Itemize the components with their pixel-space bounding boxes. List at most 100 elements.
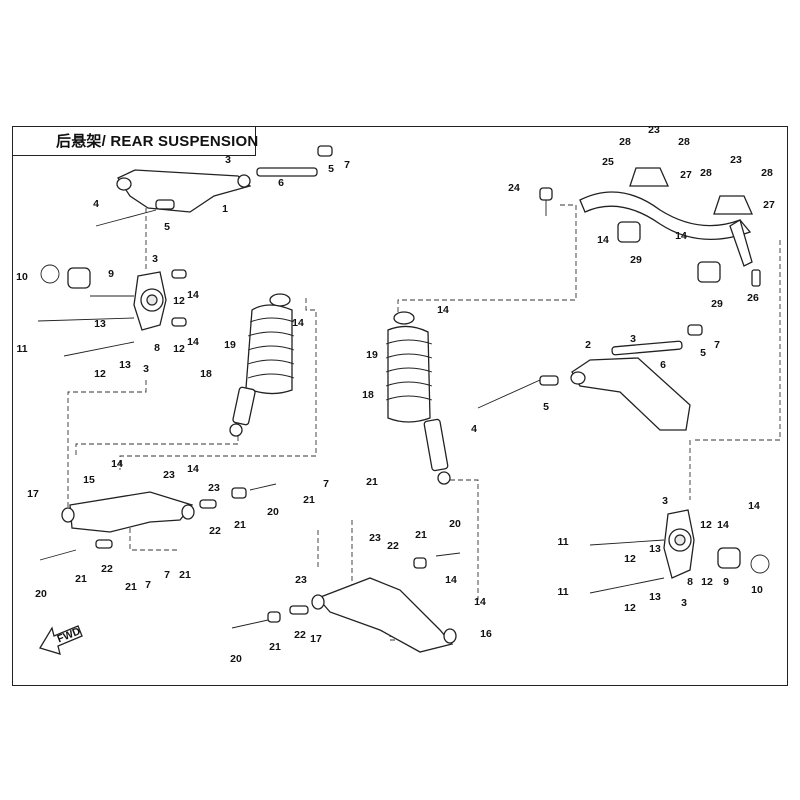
callout-9: 9 [108,268,114,280]
callout-13: 13 [649,543,661,555]
callout-7: 7 [323,478,329,490]
stabilizer-bar [539,167,761,287]
callout-27: 27 [763,199,775,211]
callout-5: 5 [543,401,549,413]
page-title: 后悬架/ REAR SUSPENSION [56,133,259,150]
callout-22: 22 [101,563,113,575]
callout-8: 8 [154,342,160,354]
callout-23: 23 [295,574,307,586]
callout-4: 4 [93,198,99,210]
callout-1: 1 [222,203,228,215]
callout-12: 12 [701,576,713,588]
callout-2: 2 [585,339,591,351]
callout-4: 4 [471,423,477,435]
callout-22: 22 [294,629,306,641]
callout-28: 28 [619,136,631,148]
callout-12: 12 [624,553,636,565]
callout-23: 23 [369,532,381,544]
callout-23: 23 [163,469,175,481]
callout-3: 3 [143,363,149,375]
callout-19: 19 [224,339,236,351]
callout-20: 20 [230,653,242,665]
callout-21: 21 [75,573,87,585]
title-box: 后悬架/ REAR SUSPENSION [12,126,259,156]
callout-5: 5 [328,163,334,175]
callout-20: 20 [35,588,47,600]
lower-right-a-arm [231,552,461,653]
callout-21: 21 [234,519,246,531]
callout-13: 13 [649,591,661,603]
callout-22: 22 [387,540,399,552]
callout-14: 14 [437,304,449,316]
callout-25: 25 [602,156,614,168]
callout-3: 3 [681,597,687,609]
callout-5: 5 [700,347,706,359]
diagram-frame [12,126,788,686]
callout-14: 14 [474,596,486,608]
callout-3: 3 [152,253,158,265]
fwd-arrow: FWD [39,625,83,655]
callout-21: 21 [366,476,378,488]
callout-29: 29 [711,298,723,310]
callout-14: 14 [187,336,199,348]
callout-5: 5 [164,221,170,233]
callout-18: 18 [200,368,212,380]
callout-14: 14 [597,234,609,246]
callout-3: 3 [225,154,231,166]
callout-26: 26 [747,292,759,304]
callout-21: 21 [125,581,137,593]
callout-21: 21 [179,569,191,581]
callout-3: 3 [630,333,636,345]
callout-18: 18 [362,389,374,401]
callout-14: 14 [675,230,687,242]
callout-23: 23 [208,482,220,494]
callout-21: 21 [415,529,427,541]
callout-7: 7 [145,579,151,591]
callout-14: 14 [187,463,199,475]
callout-6: 6 [278,177,284,189]
lower-left-a-arm [39,483,277,561]
callout-7: 7 [164,569,170,581]
callout-16: 16 [480,628,492,640]
callout-3: 3 [662,495,668,507]
callout-19: 19 [366,349,378,361]
callout-11: 11 [16,343,27,355]
callout-24: 24 [508,182,520,194]
callout-12: 12 [700,519,712,531]
callout-21: 21 [269,641,281,653]
callout-28: 28 [678,136,690,148]
callout-11: 11 [557,536,568,548]
callout-27: 27 [680,169,692,181]
callout-21: 21 [303,494,315,506]
callout-14: 14 [445,574,457,586]
callout-number-layer: 1233333344555566777778899101011111112121… [16,124,775,665]
callout-12: 12 [173,343,185,355]
callout-17: 17 [310,633,322,645]
callout-6: 6 [660,359,666,371]
callout-8: 8 [687,576,693,588]
callout-7: 7 [344,159,350,171]
callout-28: 28 [700,167,712,179]
right-knuckle [589,509,770,594]
right-shock-absorber [385,311,451,485]
callout-12: 12 [94,368,106,380]
callout-23: 23 [730,154,742,166]
callout-28: 28 [761,167,773,179]
callout-17: 17 [27,488,39,500]
callout-13: 13 [94,318,106,330]
callout-10: 10 [16,271,28,283]
left-knuckle [37,264,187,357]
upper-left-a-arm [95,145,333,227]
fwd-label: FWD [56,625,83,645]
callout-7: 7 [714,339,720,351]
callout-10: 10 [751,584,763,596]
callout-9: 9 [723,576,729,588]
callout-20: 20 [267,506,279,518]
callout-14: 14 [292,317,304,329]
callout-14: 14 [748,500,760,512]
upper-right-a-arm [477,324,703,431]
callout-14: 14 [717,519,729,531]
callout-14: 14 [187,289,199,301]
left-shock-absorber [229,293,295,437]
